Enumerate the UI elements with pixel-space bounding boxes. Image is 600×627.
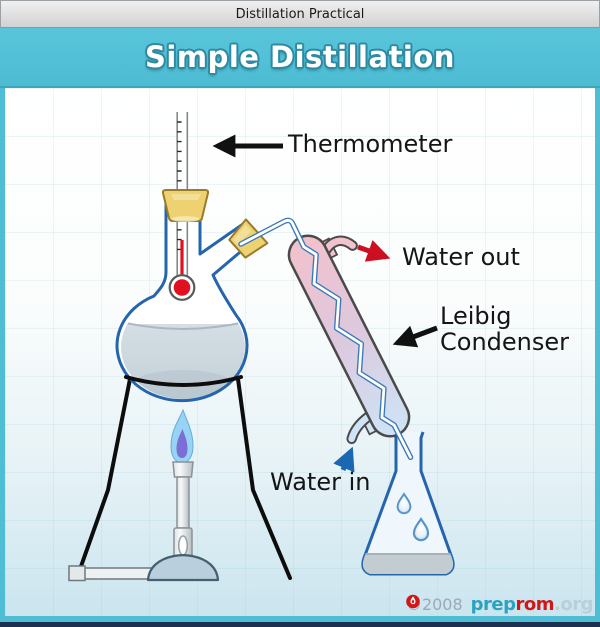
tripod-ring — [124, 375, 243, 387]
apparatus-illustration — [68, 112, 455, 582]
conical-flask — [361, 431, 455, 576]
distillate-liquid — [362, 554, 454, 574]
title-bar: Distillation Practical — [0, 0, 600, 28]
label-thermometer: Thermometer — [288, 130, 453, 158]
bottom-navy-bar — [0, 622, 600, 627]
window-title: Distillation Practical — [235, 6, 365, 22]
condenser-arrow — [392, 325, 438, 348]
flame-icon — [406, 594, 421, 609]
flame-inner — [176, 429, 188, 458]
label-water-in: Water in — [270, 468, 371, 496]
bottom-teal-bar — [0, 616, 600, 622]
copyright-text: ©2008 — [405, 595, 463, 614]
cork-bung — [161, 189, 210, 222]
flask-liquid — [121, 321, 245, 399]
label-leibig-condenser: Leibig Condenser — [440, 302, 569, 356]
air-hole — [177, 535, 189, 556]
delivery-tube — [238, 217, 414, 461]
gas-pipe — [82, 567, 154, 580]
water-in-arrow — [333, 446, 355, 473]
diagram-canvas: Thermometer Water out Leibig Condenser W… — [0, 88, 600, 616]
water-out-arrow — [357, 239, 391, 262]
label-water-out: Water out — [402, 243, 520, 271]
page-title: Simple Distillation — [145, 40, 455, 74]
distillate-droplets — [396, 492, 430, 542]
bunsen-burner — [68, 408, 220, 582]
burner-base — [146, 554, 220, 582]
diagram-header: Simple Distillation — [0, 28, 600, 88]
tripod-legs — [77, 377, 292, 580]
